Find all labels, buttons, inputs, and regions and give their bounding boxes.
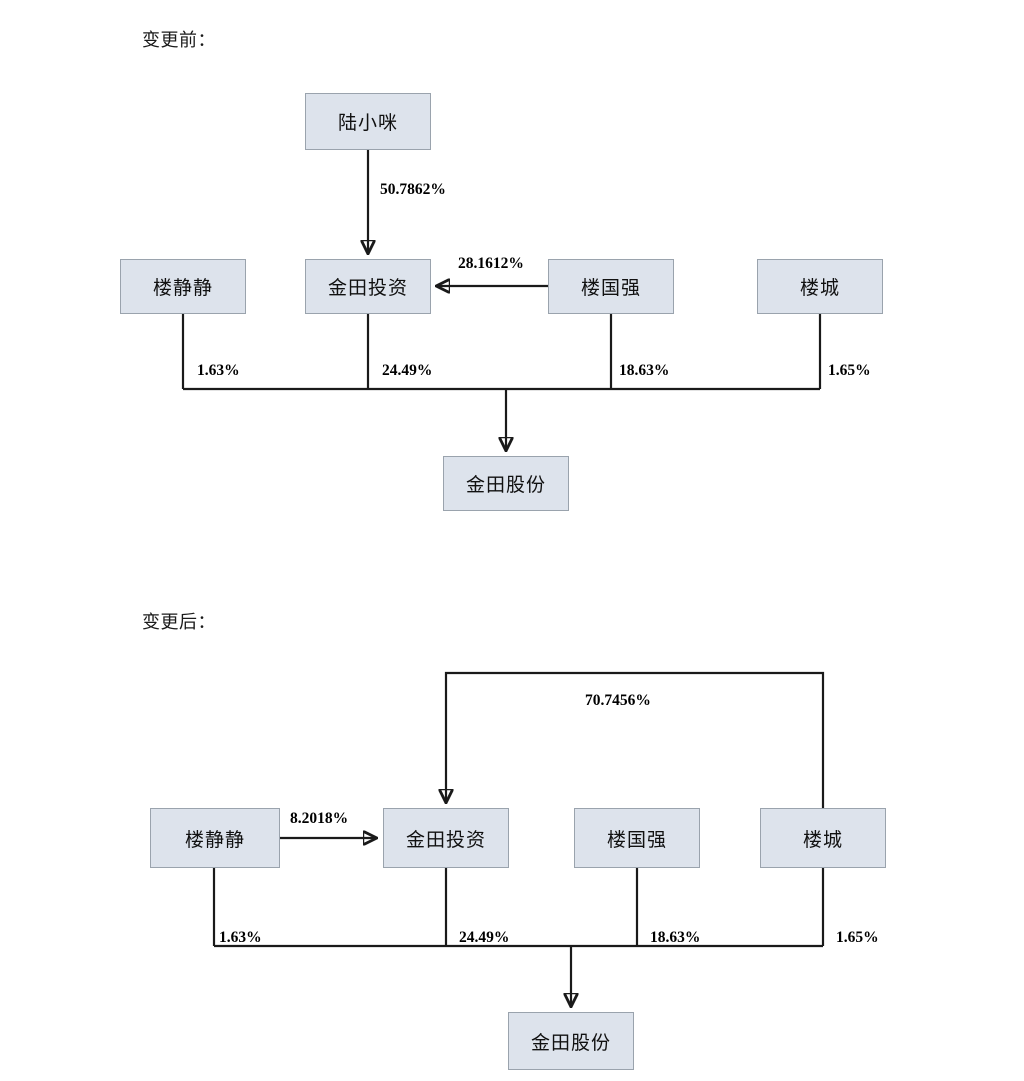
node-loucheng-before[interactable]: 楼城 bbox=[757, 259, 883, 314]
edge-label-loucheng-to-jintiangufen-before: 1.65% bbox=[828, 362, 871, 379]
edge-label-jintiantouzi-to-jintiangufen-before: 24.49% bbox=[382, 362, 433, 379]
node-jintiantouzi-before[interactable]: 金田投资 bbox=[305, 259, 431, 314]
node-jintiangufen-before[interactable]: 金田股份 bbox=[443, 456, 569, 511]
node-jintiangufen-after[interactable]: 金田股份 bbox=[508, 1012, 634, 1070]
edge-label-luxiaomi-to-jintiantouzi: 50.7862% bbox=[380, 181, 446, 198]
edge-label-loujingjing-to-jintiangufen-after: 1.63% bbox=[219, 929, 262, 946]
edge-label-loucheng-to-jintiangufen-after: 1.65% bbox=[836, 929, 879, 946]
edge-label-louguoqiang-to-jintiangufen-before: 18.63% bbox=[619, 362, 670, 379]
node-jintiantouzi-after[interactable]: 金田投资 bbox=[383, 808, 509, 868]
node-luxiaomi-before[interactable]: 陆小咪 bbox=[305, 93, 431, 150]
node-loujingjing-after[interactable]: 楼静静 bbox=[150, 808, 280, 868]
edge-label-loujingjing-to-jintiangufen-before: 1.63% bbox=[197, 362, 240, 379]
edge-label-loujingjing-to-jintiantouzi: 8.2018% bbox=[290, 810, 349, 827]
node-louguoqiang-after[interactable]: 楼国强 bbox=[574, 808, 700, 868]
node-loucheng-after[interactable]: 楼城 bbox=[760, 808, 886, 868]
edge-label-jintiantouzi-to-jintiangufen-after: 24.49% bbox=[459, 929, 510, 946]
section-heading-before: 变更前： bbox=[142, 30, 216, 50]
edge-label-louguoqiang-to-jintiantouzi: 28.1612% bbox=[458, 255, 524, 272]
edge-label-loucheng-to-jintiantouzi: 70.7456% bbox=[585, 692, 651, 709]
node-louguoqiang-before[interactable]: 楼国强 bbox=[548, 259, 674, 314]
edge-label-louguoqiang-to-jintiangufen-after: 18.63% bbox=[650, 929, 701, 946]
section-heading-after: 变更后： bbox=[142, 612, 216, 632]
node-loujingjing-before[interactable]: 楼静静 bbox=[120, 259, 246, 314]
